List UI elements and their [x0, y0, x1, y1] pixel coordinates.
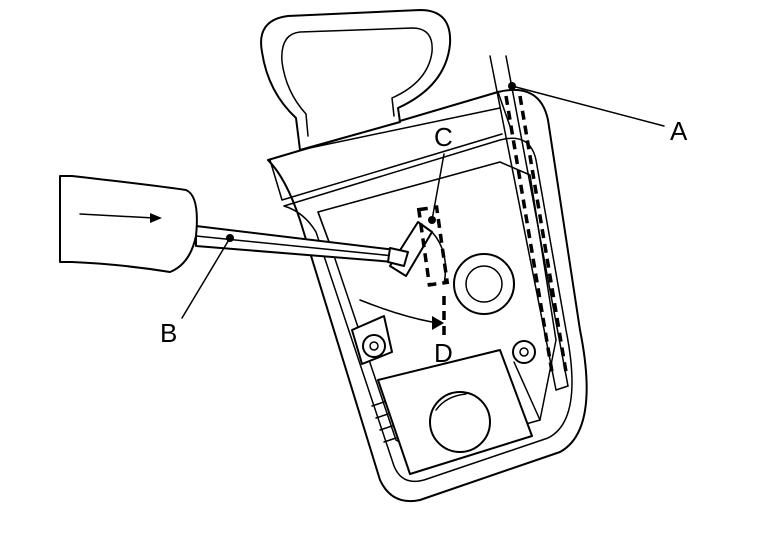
center-post: [453, 253, 515, 315]
screwdriver: [59, 175, 409, 273]
screw-boss-right: [512, 340, 541, 421]
key-blade: [489, 55, 569, 391]
callout-label-c: C: [434, 122, 453, 152]
rotation-arrow: [359, 296, 446, 336]
key-ring-loop: [260, 9, 452, 151]
callout-label-d: D: [434, 338, 453, 368]
leader-lines: [181, 82, 665, 319]
callout-label-b: B: [160, 318, 177, 348]
battery-compartment: [371, 349, 533, 475]
callout-label-a: A: [670, 116, 688, 146]
screw-boss-left: [351, 315, 393, 365]
